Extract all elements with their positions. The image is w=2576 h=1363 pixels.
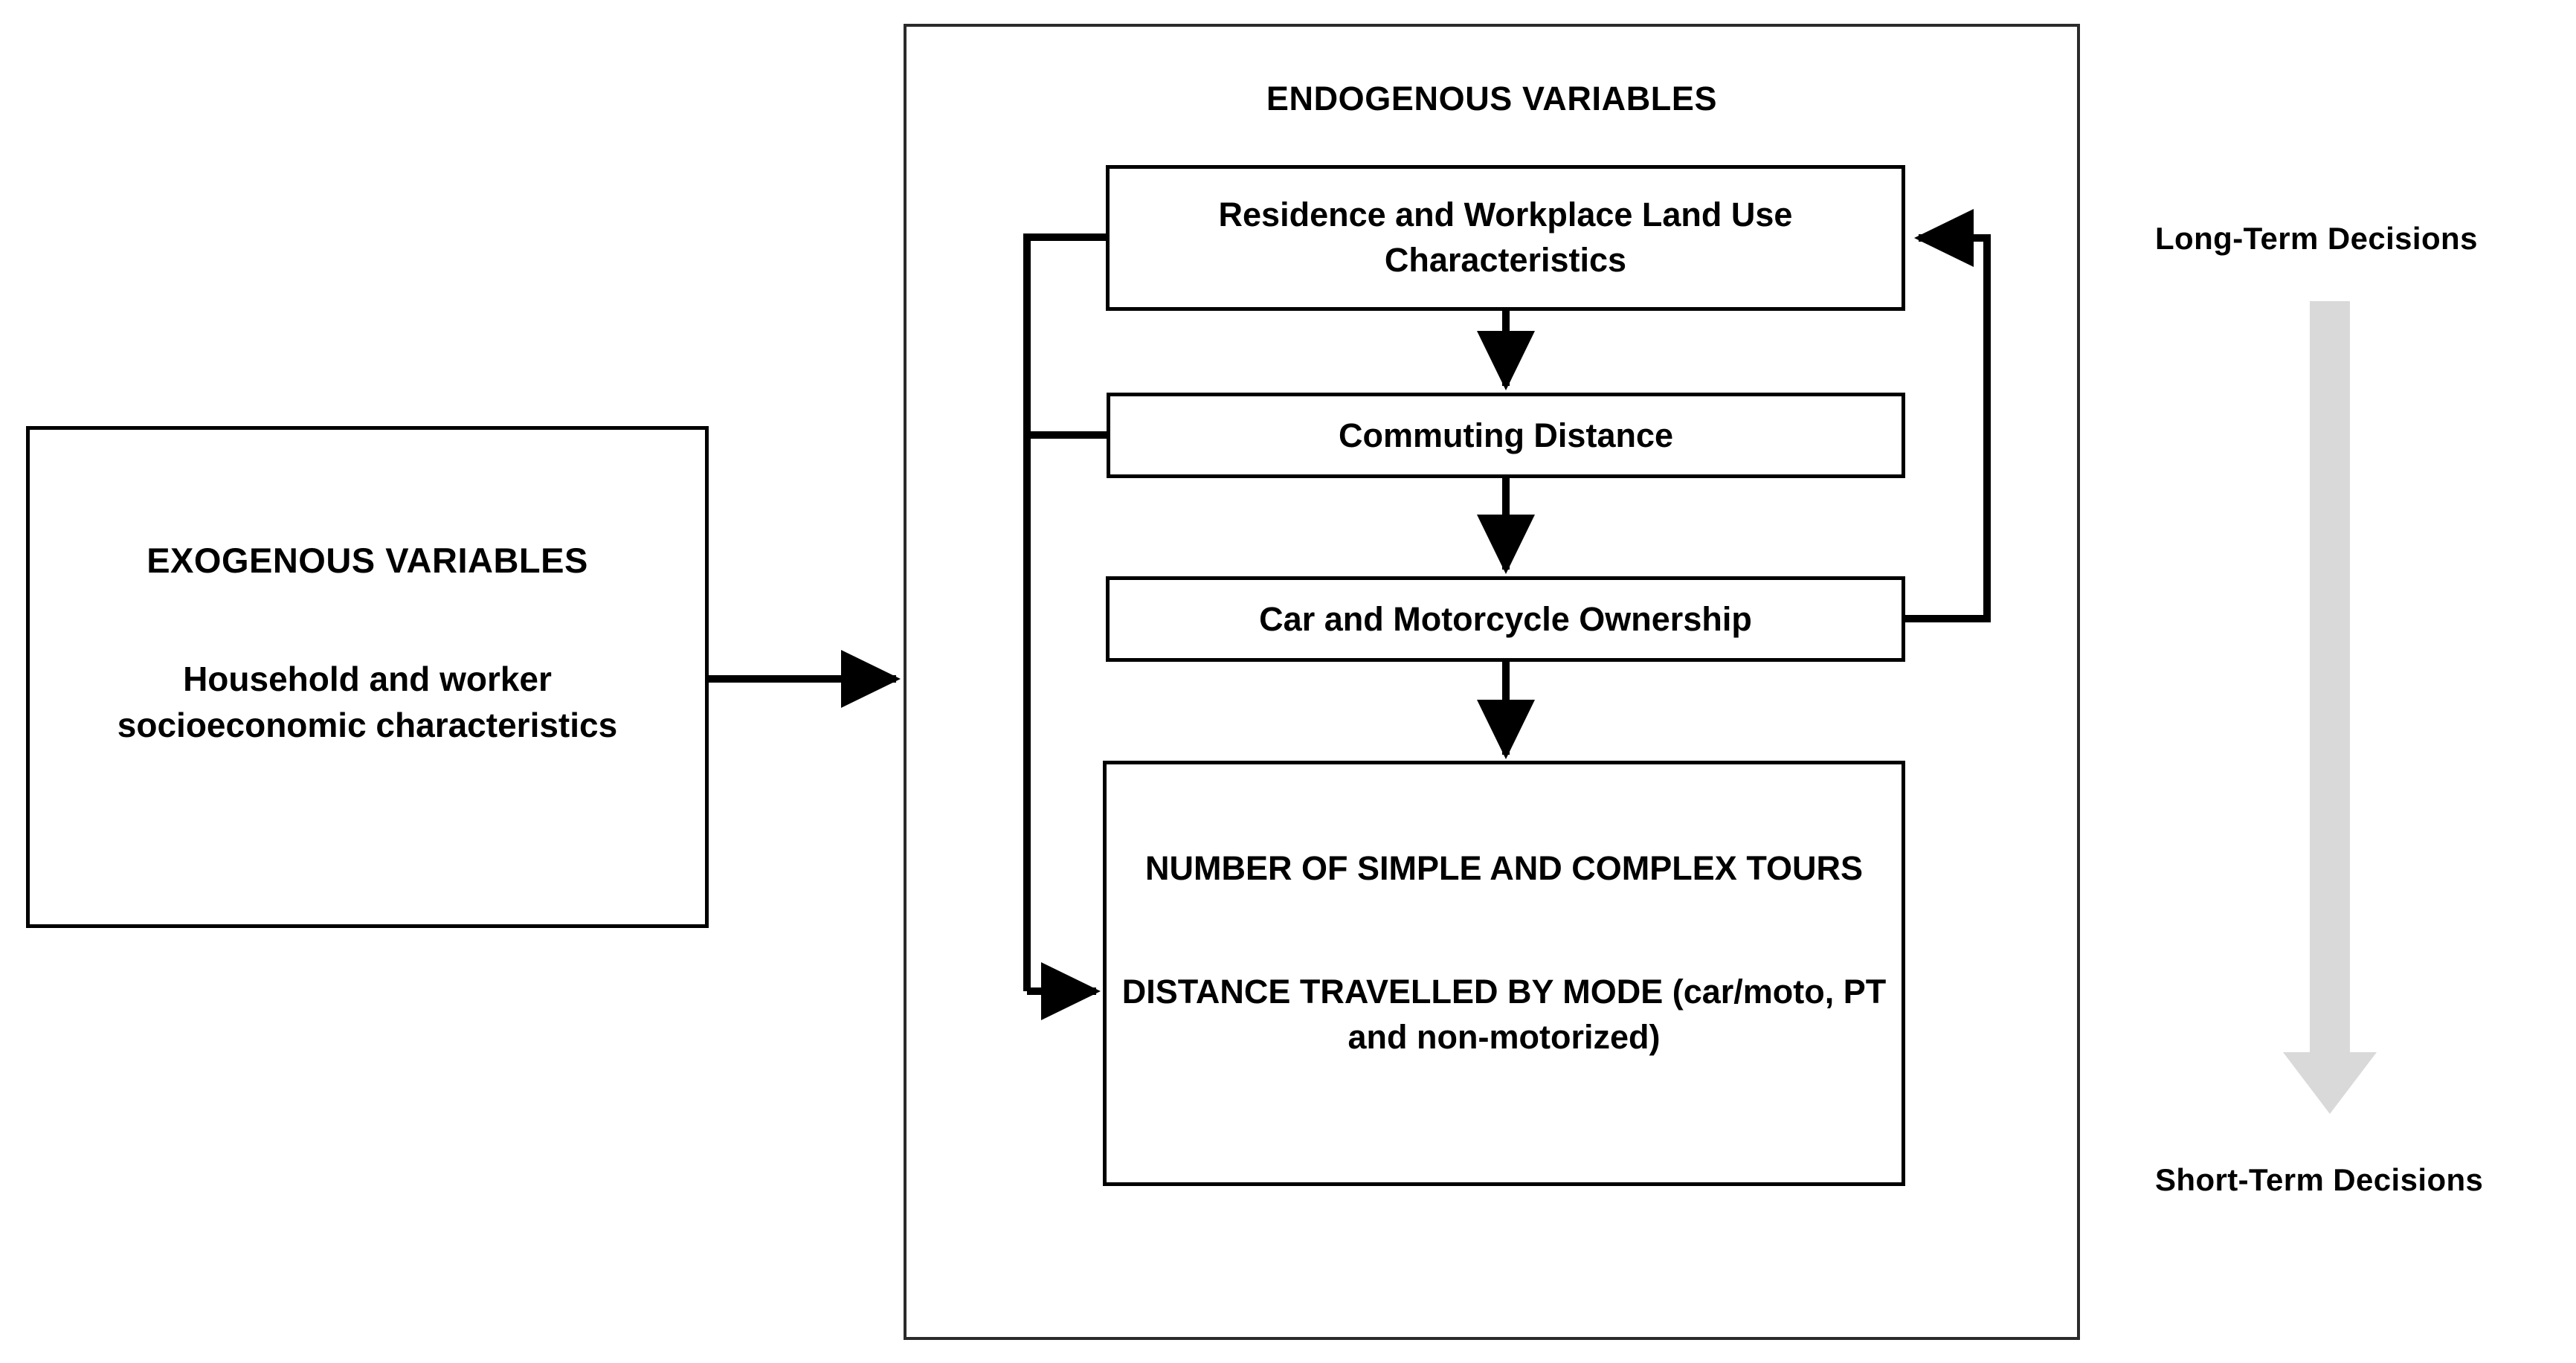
node-label: Residence and Workplace Land Use Charact… xyxy=(1218,196,1793,279)
node-residence-workplace-land-use: Residence and Workplace Land Use Charact… xyxy=(1106,165,1905,311)
node-label: Commuting Distance xyxy=(1338,416,1674,454)
node-tours-and-distance: NUMBER OF SIMPLE AND COMPLEX TOURS DISTA… xyxy=(1103,761,1905,1186)
node-label: Car and Motorcycle Ownership xyxy=(1259,599,1752,638)
exogenous-variables-subtitle: Household and worker socioeconomic chara… xyxy=(117,660,618,745)
long-term-decisions-label: Long-Term Decisions xyxy=(2155,221,2478,256)
endogenous-variables-title: ENDOGENOUS VARIABLES xyxy=(1266,80,1718,117)
short-term-decisions-label: Short-Term Decisions xyxy=(2155,1162,2484,1197)
exogenous-variables-title: EXOGENOUS VARIABLES xyxy=(146,541,588,580)
node-label-tours: NUMBER OF SIMPLE AND COMPLEX TOURS xyxy=(1144,849,1864,887)
node-car-motorcycle-ownership: Car and Motorcycle Ownership xyxy=(1106,576,1905,662)
node-commuting-distance: Commuting Distance xyxy=(1107,393,1905,478)
exogenous-variables-box: EXOGENOUS VARIABLES Household and worker… xyxy=(26,426,709,928)
down-arrow-icon xyxy=(2283,301,2377,1114)
node-label-distance-by-mode: DISTANCE TRAVELLED BY MODE (car/moto, PT… xyxy=(1121,972,1887,1056)
